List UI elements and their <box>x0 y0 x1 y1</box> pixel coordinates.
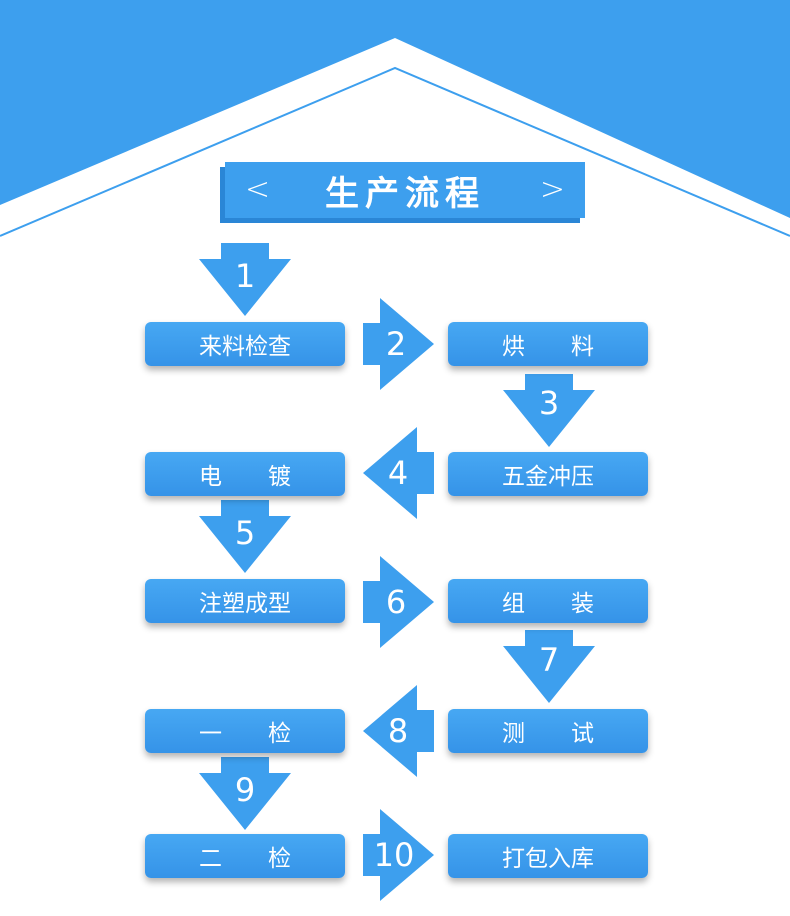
arrow-down-1 <box>199 243 291 316</box>
step-box-testing: 测 试 <box>448 709 648 753</box>
arrow-down-7 <box>503 630 595 703</box>
arrow-down-5 <box>199 500 291 573</box>
page-title: 生产流程 <box>325 173 485 214</box>
arrow-right-10 <box>363 809 434 901</box>
step-number-8: 8 <box>387 712 409 750</box>
step-box-injection-molding: 注塑成型 <box>145 579 345 623</box>
step-box-drying: 烘 料 <box>448 322 648 366</box>
step-number-3: 3 <box>538 384 560 422</box>
step-number-2: 2 <box>385 325 407 363</box>
left-chevron-icon: < <box>245 172 271 207</box>
step-number-7: 7 <box>538 641 560 679</box>
step-number-1: 1 <box>234 257 256 295</box>
arrow-down-3 <box>503 374 595 447</box>
arrow-right-6 <box>363 556 434 648</box>
step-box-electroplating: 电 镀 <box>145 452 345 496</box>
arrow-down-9 <box>199 757 291 830</box>
step-number-10: 10 <box>373 836 415 874</box>
step-number-9: 9 <box>234 771 256 809</box>
step-box-packing-storage: 打包入库 <box>448 834 648 878</box>
title-banner: < 生产流程 > <box>225 162 585 218</box>
step-number-5: 5 <box>234 514 256 552</box>
step-box-incoming-inspection: 来料检查 <box>145 322 345 366</box>
arrow-right-2 <box>363 298 434 390</box>
right-chevron-icon: > <box>539 172 565 207</box>
step-number-6: 6 <box>385 583 407 621</box>
arrow-left-4 <box>363 427 434 519</box>
step-box-assembly: 组 装 <box>448 579 648 623</box>
step-box-second-inspection: 二 检 <box>145 834 345 878</box>
step-box-metal-stamping: 五金冲压 <box>448 452 648 496</box>
step-box-first-inspection: 一 检 <box>145 709 345 753</box>
step-number-4: 4 <box>387 454 409 492</box>
arrow-left-8 <box>363 685 434 777</box>
